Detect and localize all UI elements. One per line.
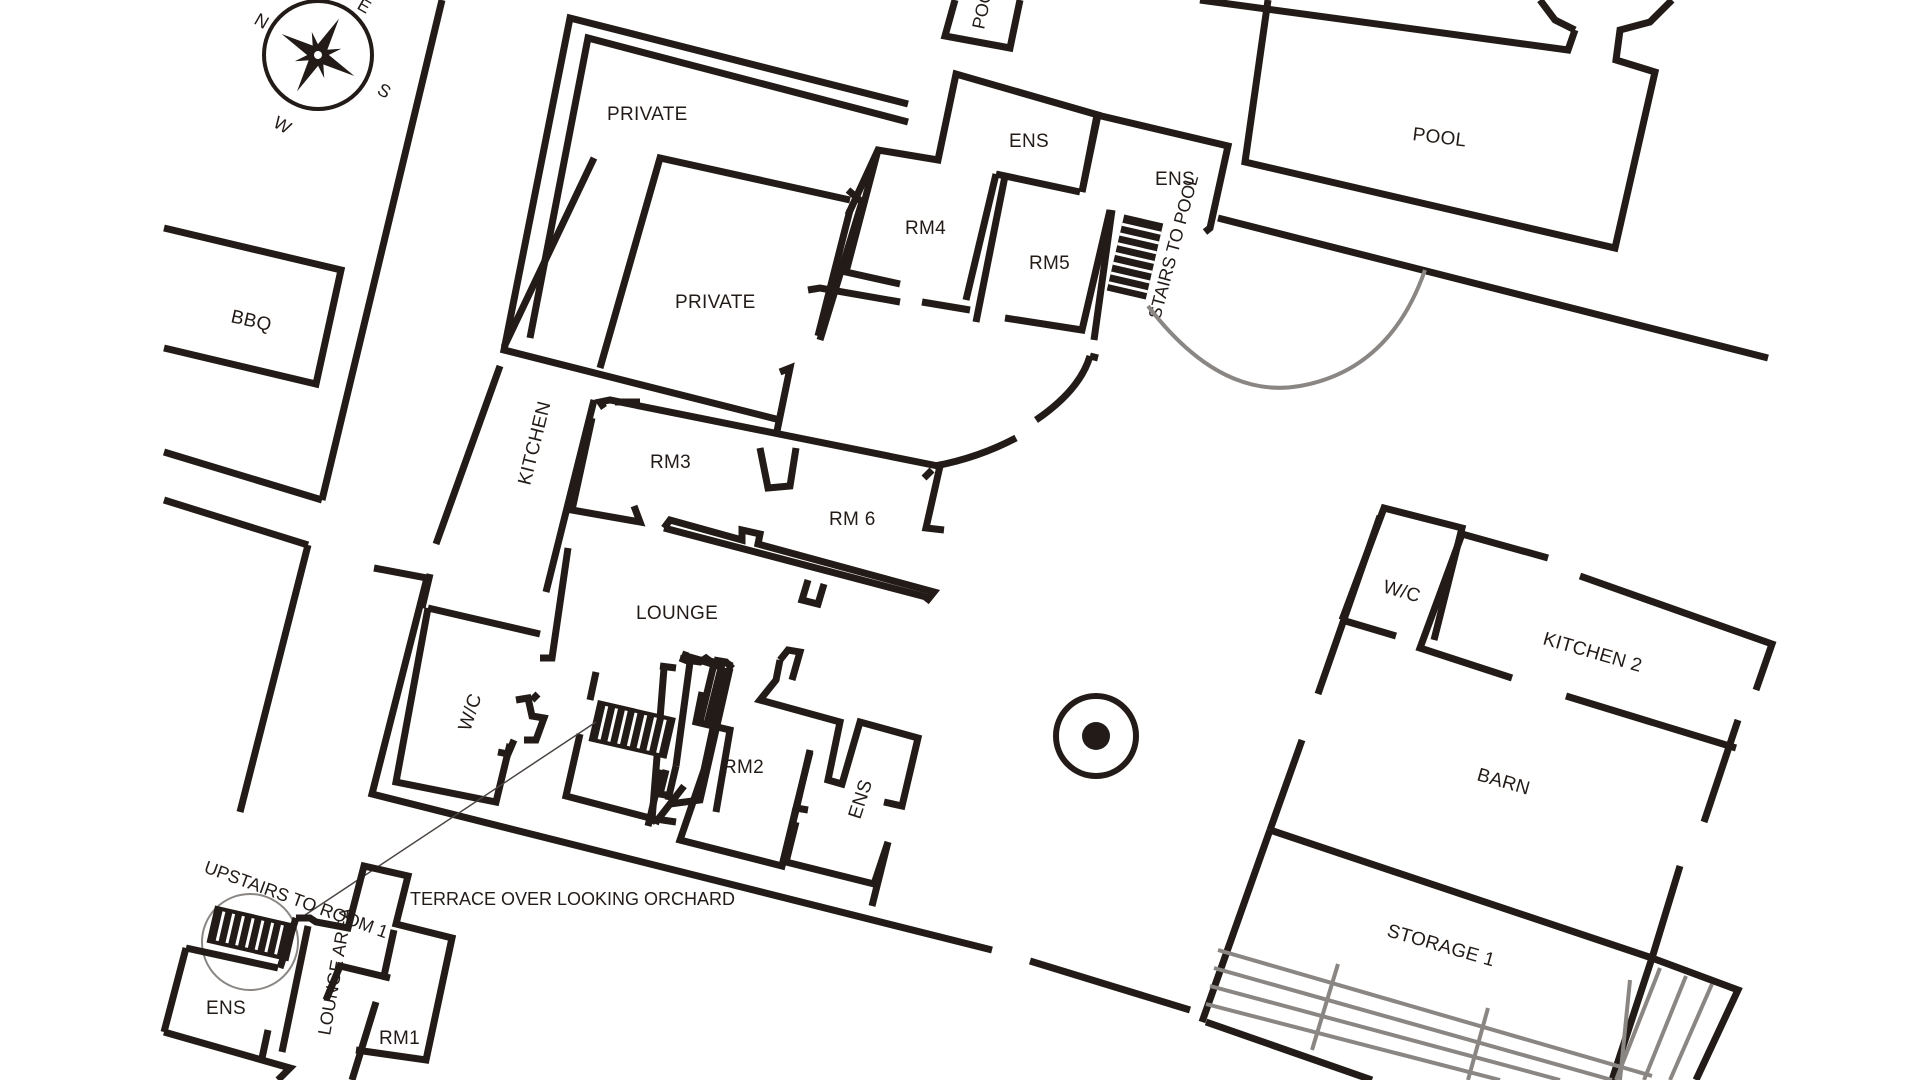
kitchen2-label: KITCHEN 2	[1541, 629, 1645, 677]
terrace-label: TERRACE OVER LOOKING ORCHARD	[410, 889, 735, 909]
rm1-label: RM1	[379, 1028, 420, 1049]
pool-area: POOL	[1199, 0, 1769, 362]
lounge-stairs	[289, 700, 676, 926]
pool-house-label: POOL HOUSE	[968, 0, 1012, 31]
rm6-label: RM 6	[829, 509, 876, 530]
compass-south-label: S	[374, 79, 394, 102]
private-inner: PRIVATE PRIVATE	[596, 104, 867, 369]
stairs-link-line	[289, 721, 597, 926]
pool-house: POOL HOUSE	[940, 0, 1024, 53]
private-top-label: PRIVATE	[607, 104, 688, 125]
ens-rm5-label: ENS	[1155, 169, 1195, 190]
bbq-area: BBQ	[163, 224, 346, 389]
compass-west-label: W	[270, 112, 295, 138]
rm4-label: RM4	[905, 218, 946, 239]
lounge-label: LOUNGE	[636, 603, 718, 624]
curved-courtyard-wall	[934, 352, 1099, 470]
compass-star-icon	[281, 18, 355, 92]
pool-label: POOL	[1411, 124, 1467, 151]
kitchen-label: KITCHEN	[514, 399, 555, 487]
private-inner-label: PRIVATE	[675, 292, 756, 313]
wc-main-label: W/C	[455, 691, 487, 733]
rm2-label: RM2	[723, 757, 764, 778]
main-house-outer	[367, 13, 1192, 1014]
left-road-walls	[162, 0, 446, 813]
ens-rm1-label: ENS	[206, 998, 246, 1019]
compass-rose: N E S W	[251, 0, 394, 138]
barn-terrace-stripes	[1205, 948, 1714, 1080]
gate-swing-arc	[1146, 269, 1427, 390]
room1-block: UPSTAIRS TO ROOM 1 TERRACE OVER LOOKING …	[160, 857, 735, 1080]
kitchen-rm3-rm6: KITCHEN RM3 RM 6	[514, 362, 945, 609]
wc-barn-label: W/C	[1381, 577, 1423, 608]
ens-rm2-label: ENS	[845, 777, 877, 822]
bedroom-wing-top: ENS ENS RM4 RM5	[807, 69, 1233, 341]
barn-block: W/C KITCHEN 2 BARN STORAGE 1	[1198, 503, 1777, 1080]
lounge-wing: LOUNGE W/C RM2 ENS	[391, 547, 923, 907]
stairs-to-pool: STAIRS TO POOL	[1106, 173, 1202, 321]
rm5-label: RM5	[1029, 253, 1070, 274]
storage1-label: STORAGE 1	[1385, 921, 1498, 972]
bbq-label: BBQ	[229, 306, 274, 336]
compass-east-label: E	[354, 0, 374, 17]
rm3-label: RM3	[650, 452, 691, 473]
courtyard-well-icon	[1053, 693, 1139, 779]
ens-rm4-label: ENS	[1009, 131, 1049, 152]
barn-label: BARN	[1475, 765, 1533, 800]
